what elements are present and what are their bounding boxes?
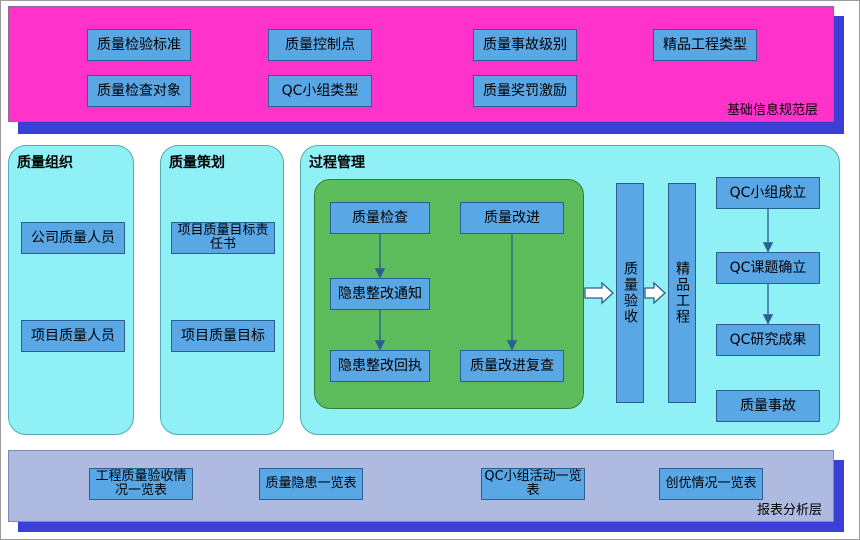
qc-research-result-box: QC研究成果	[716, 324, 820, 356]
basic-layer-label: 基础信息规范层	[727, 103, 819, 118]
project-quality-goal: 项目质量目标	[171, 320, 275, 352]
excellent-project-box: 精品工程	[668, 183, 696, 403]
quality-improvement-box: 质量改进	[460, 202, 564, 234]
report-hazard-summary: 质量隐患一览表	[259, 468, 363, 500]
quality-org-title: 质量组织	[17, 155, 73, 171]
project-quality-goal-responsibility: 项目质量目标责任书	[171, 222, 275, 254]
process-title: 过程管理	[309, 155, 365, 171]
report-layer-label: 报表分析层	[757, 503, 823, 518]
quality-acceptance-box: 质量验收	[616, 183, 644, 403]
item-quality-accident-level: 质量事故级别	[473, 29, 577, 61]
report-qc-activity-summary: QC小组活动一览表	[481, 468, 585, 500]
report-excellence-summary: 创优情况一览表	[659, 468, 763, 500]
item-qc-group-type: QC小组类型	[268, 75, 372, 107]
quality-accident-box: 质量事故	[716, 390, 820, 422]
basic-layer: 质量检验标准 质量控制点 质量事故级别 精品工程类型 质量检查对象 QC小组类型…	[8, 6, 834, 122]
double-arrow-to-excellent	[644, 281, 666, 305]
item-quality-reward-penalty: 质量奖罚激励	[473, 75, 577, 107]
item-quality-check-object: 质量检查对象	[87, 75, 191, 107]
qc-topic-setup-box: QC课题确立	[716, 252, 820, 284]
item-quality-control-point: 质量控制点	[268, 29, 372, 61]
report-layer: 工程质量验收情况一览表 质量隐患一览表 QC小组活动一览表 创优情况一览表 报表…	[8, 450, 834, 522]
report-acceptance-summary: 工程质量验收情况一览表	[89, 468, 193, 500]
hazard-rectify-receipt-box: 隐患整改回执	[330, 350, 430, 382]
company-quality-staff: 公司质量人员	[21, 222, 125, 254]
quality-plan-title: 质量策划	[169, 155, 225, 171]
item-excellent-project-type: 精品工程类型	[653, 29, 757, 61]
qc-group-setup-box: QC小组成立	[716, 177, 820, 209]
item-quality-inspection-standard: 质量检验标准	[87, 29, 191, 61]
quality-improvement-recheck-box: 质量改进复查	[460, 350, 564, 382]
quality-plan-panel: 质量策划 项目质量目标责任书 项目质量目标	[160, 145, 284, 435]
quality-org-panel: 质量组织 公司质量人员 项目质量人员	[8, 145, 134, 435]
project-quality-staff: 项目质量人员	[21, 320, 125, 352]
quality-inspection-box: 质量检查	[330, 202, 430, 234]
double-arrow-to-acceptance	[584, 281, 614, 305]
